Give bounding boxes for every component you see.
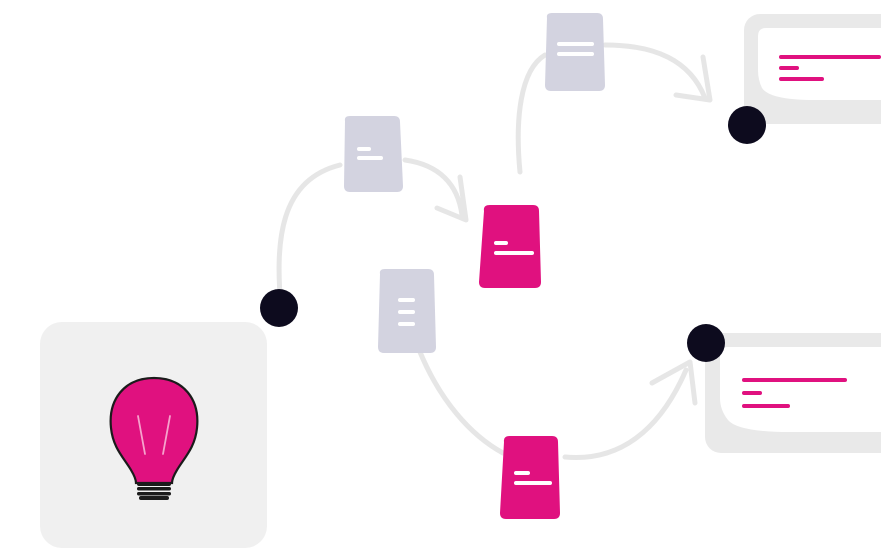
node-dot-icon	[260, 106, 766, 362]
lightbulb-icon	[109, 376, 199, 500]
document-icon	[479, 205, 541, 288]
document-icon	[378, 269, 436, 353]
document-grey-1	[344, 116, 403, 192]
connectors	[276, 42, 713, 461]
idea-panel	[40, 322, 267, 548]
arrowhead-doc-2	[434, 174, 469, 223]
connector-doc-5-to-card-bottom	[562, 367, 689, 461]
connector-doc-1-to-doc-2	[402, 157, 465, 218]
result-card-bottom-panel	[720, 347, 881, 432]
connector-doc-2-to-doc-3	[515, 52, 548, 175]
connector-start-to-doc-1	[276, 162, 343, 311]
document-icon	[344, 116, 403, 192]
node-top-result	[728, 106, 766, 144]
document-icon	[500, 436, 560, 519]
arrowhead-card-top	[673, 54, 713, 103]
document-accent-1	[479, 205, 541, 288]
result-card-top-panel	[758, 28, 881, 100]
connector-doc-4-to-doc-5	[417, 349, 506, 456]
arrowhead-card-bottom	[649, 359, 698, 406]
node-bottom-result	[687, 324, 725, 362]
node-start	[260, 289, 298, 327]
result-card-icon	[744, 14, 881, 124]
lightbulb-filament	[137, 415, 171, 455]
lightbulb-base	[137, 482, 171, 500]
document-accent-2	[500, 436, 560, 519]
result-card-icon	[705, 333, 881, 453]
document-icon	[545, 13, 605, 91]
connector-doc-3-to-card-top	[602, 42, 708, 101]
